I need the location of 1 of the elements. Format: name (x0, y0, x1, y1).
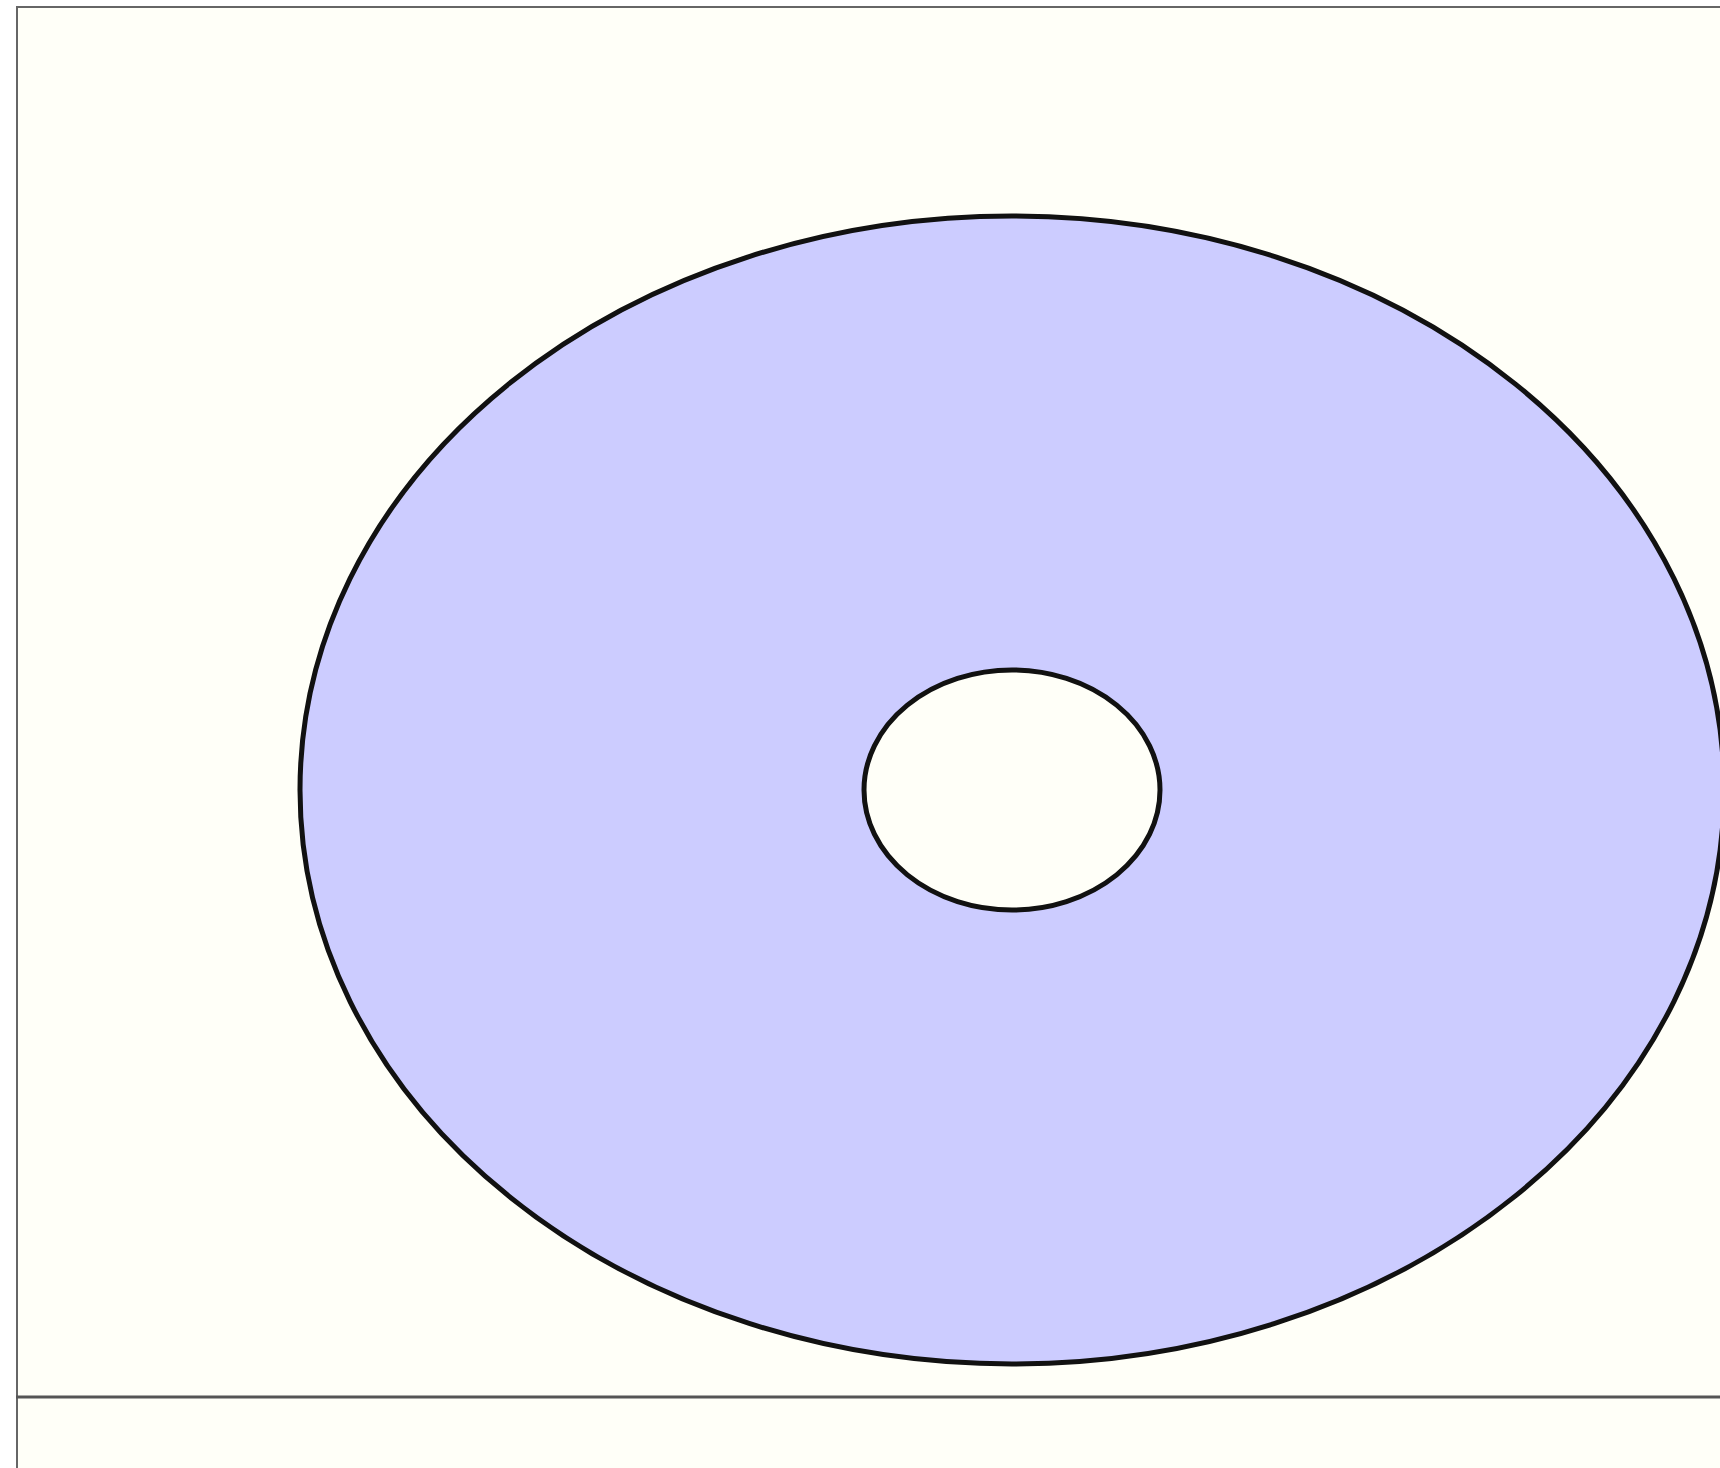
ring-drawing (297, 214, 1720, 1366)
